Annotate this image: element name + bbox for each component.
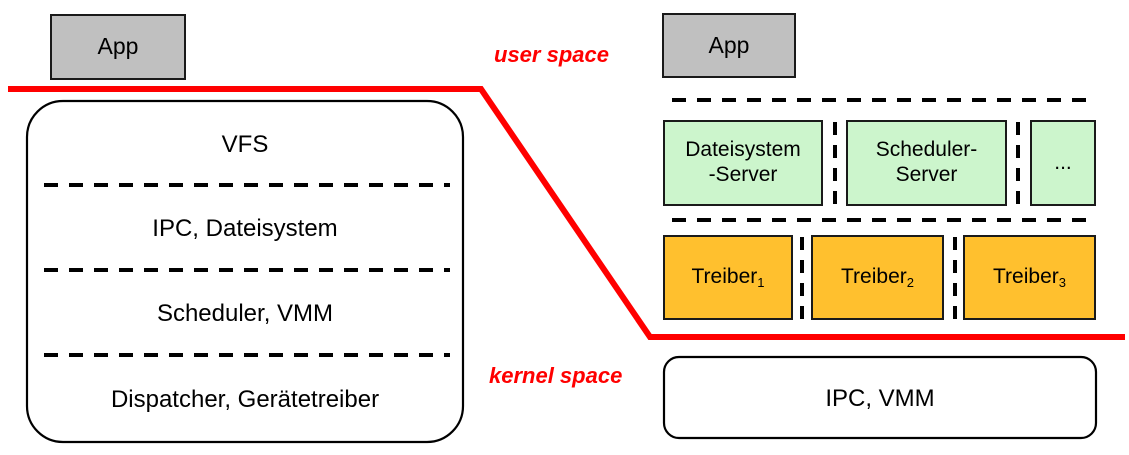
monolithic-layer-vfs-label: VFS — [221, 131, 269, 158]
driver-box-2[interactable]: Treiber2 — [811, 235, 944, 320]
monolithic-app-label: App — [97, 33, 139, 60]
driver-box-1-name: Treiber — [691, 265, 758, 289]
monolithic-layer-dispatcher-geraetetreiber[interactable]: Dispatcher, Gerätetreiber — [27, 386, 463, 414]
server-box-dateisystem-line2: -Server — [708, 163, 778, 186]
monolithic-layer-ipc-dateisystem-label: IPC, Dateisystem — [152, 215, 338, 242]
monolithic-layer-vfs[interactable]: VFS — [27, 131, 463, 159]
monolithic-layer-ipc-dateisystem[interactable]: IPC, Dateisystem — [27, 215, 463, 243]
driver-box-3-index: 3 — [1058, 275, 1066, 291]
monolithic-layer-dispatcher-geraetetreiber-label: Dispatcher, Gerätetreiber — [110, 386, 380, 413]
microkernel-app-label: App — [708, 31, 750, 58]
server-box-more[interactable]: ... — [1030, 120, 1096, 206]
driver-box-2-name: Treiber — [841, 265, 907, 289]
server-box-scheduler-line1: Scheduler- — [875, 138, 978, 162]
microkernel-core-box[interactable]: IPC, VMM — [664, 385, 1096, 413]
server-box-scheduler[interactable]: Scheduler- Server — [846, 120, 1007, 206]
monolithic-layer-scheduler-vmm[interactable]: Scheduler, VMM — [27, 300, 463, 328]
microkernel-core-label: IPC, VMM — [825, 385, 935, 412]
driver-box-2-label: Treiber2 — [841, 265, 914, 290]
server-box-dateisystem[interactable]: Dateisystem -Server — [663, 120, 823, 206]
monolithic-layer-scheduler-vmm-label: Scheduler, VMM — [156, 300, 334, 327]
driver-box-1[interactable]: Treiber1 — [663, 235, 793, 320]
server-box-scheduler-label: Scheduler- Server — [876, 138, 978, 188]
monolithic-kernel-outline — [25, 99, 465, 444]
user-space-label-text: user space — [494, 42, 609, 67]
microkernel-app-box[interactable]: App — [662, 13, 796, 78]
user-space-label: user space — [494, 42, 609, 68]
driver-box-3-label: Treiber3 — [993, 265, 1066, 290]
user-kernel-boundary-line — [8, 86, 1125, 340]
driver-box-3-name: Treiber — [993, 265, 1059, 289]
driver-box-3[interactable]: Treiber3 — [963, 235, 1096, 320]
driver-box-2-index: 2 — [906, 275, 914, 291]
microkernel-core-outline — [662, 355, 1098, 440]
server-box-scheduler-line2: Server — [895, 163, 958, 186]
server-box-dateisystem-label: Dateisystem -Server — [685, 138, 801, 188]
server-box-more-label: ... — [1054, 150, 1072, 174]
driver-box-1-label: Treiber1 — [692, 265, 765, 290]
kernel-space-label-text: kernel space — [489, 363, 623, 388]
server-box-dateisystem-line1: Dateisystem — [685, 138, 801, 162]
monolithic-app-box[interactable]: App — [50, 14, 186, 80]
kernel-space-label: kernel space — [489, 363, 622, 389]
driver-box-1-index: 1 — [757, 275, 765, 291]
